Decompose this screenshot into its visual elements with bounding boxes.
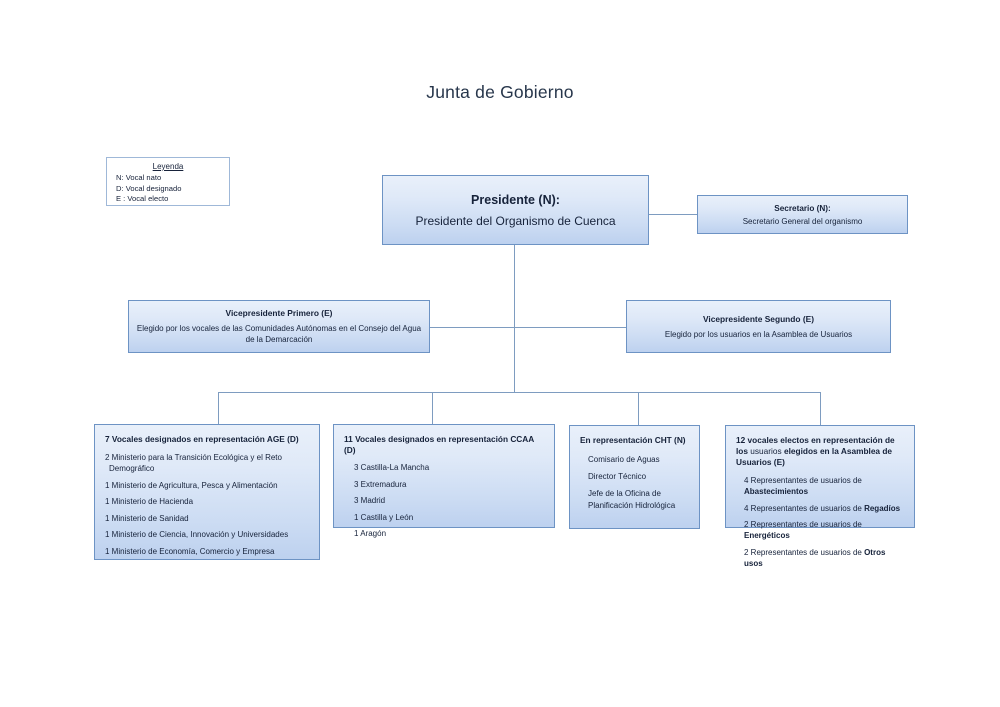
list-item: 1 Ministerio de Hacienda: [105, 497, 194, 506]
usuarios-prefix: 4 Representantes de usuarios de: [744, 503, 865, 513]
list-item: 1 Ministerio de Sanidad: [105, 513, 189, 523]
node-usuarios-list: 4 Representantes de usuarios de Abasteci…: [736, 475, 904, 569]
node-presidente-header: Presidente (N):: [471, 192, 560, 207]
connector-vp1: [430, 327, 514, 328]
connector-distribution-bar: [218, 392, 820, 393]
page-title: Junta de Gobierno: [426, 82, 574, 102]
node-vp1-subtitle: Elegido por los vocales de las Comunidad…: [136, 324, 422, 344]
connector-drop-cht: [638, 392, 639, 425]
list-item: 3 Madrid: [354, 496, 386, 505]
node-secretario-subtitle: Secretario General del organismo: [742, 216, 863, 226]
list-item: Comisario de Aguas: [588, 455, 660, 464]
node-secretario[interactable]: Secretario (N): Secretario General del o…: [697, 195, 908, 234]
legend-row-designado: D: Vocal designado: [116, 183, 182, 193]
connector-president-secretario: [649, 214, 697, 215]
legend-box: Leyenda N: Vocal nato D: Vocal designado…: [106, 157, 230, 206]
node-usuarios-header: 12 vocales electos en representación de …: [736, 435, 904, 468]
node-vocales-ccaa[interactable]: 11 Vocales designados en representación …: [333, 424, 555, 538]
usuarios-category: Abastecimientos: [744, 487, 809, 496]
legend-row-electo: E : Vocal electo: [116, 194, 169, 204]
legend-row-nato: N: Vocal nato: [116, 173, 162, 182]
usuarios-category: Otros usos: [744, 547, 886, 568]
node-representacion-cht[interactable]: En representación CHT (N) Comisario de A…: [569, 425, 700, 529]
connector-trunk-main: [514, 245, 515, 392]
list-item: 1 Aragón: [354, 529, 387, 538]
node-usuarios-header-part1: 12 vocales electos en representación de …: [736, 435, 895, 456]
node-ccaa-header: 11 Vocales designados en representación …: [344, 434, 534, 455]
list-item: 2 Ministerio para la Transición Ecológic…: [105, 453, 282, 473]
node-presidente[interactable]: Presidente (N): Presidente del Organismo…: [382, 175, 649, 245]
list-item: 2 Representantes de usuarios de Otros us…: [736, 547, 904, 569]
node-age-header: 7 Vocales designados en representación A…: [105, 434, 299, 444]
node-cht-header: En representación CHT (N): [580, 435, 686, 445]
connector-vp2: [514, 327, 626, 328]
list-item: 3 Castilla-La Mancha: [354, 463, 430, 472]
list-item: 4 Representantes de usuarios de Abasteci…: [736, 475, 904, 497]
list-item: 3 Extremadura: [354, 479, 407, 489]
node-cht-list: Comisario de Aguas Director Técnico Jefe…: [580, 454, 689, 511]
connector-drop-age: [218, 392, 219, 424]
node-vocales-age[interactable]: 7 Vocales designados en representación A…: [94, 424, 320, 560]
node-ccaa-list: 3 Castilla-La Mancha 3 Extremadura 3 Mad…: [344, 462, 544, 539]
node-vicepresidente-primero[interactable]: Vicepresidente Primero (E) Elegido por l…: [128, 300, 430, 353]
list-item: 4 Representantes de usuarios de Regadíos: [736, 503, 904, 514]
node-usuarios-header-light: usuarios: [750, 446, 782, 456]
node-age-list: 2 Ministerio para la Transición Ecológic…: [105, 452, 309, 557]
node-vp2-header: Vicepresidente Segundo (E): [702, 313, 815, 324]
list-item: 1 Ministerio de Economía, Comercio y Emp…: [105, 546, 275, 556]
node-vp2-subtitle: Elegido por los usuarios en la Asamblea …: [664, 329, 853, 339]
list-item: 1 Ministerio de Ciencia, Innovación y Un…: [105, 530, 289, 539]
node-vocales-electos-usuarios[interactable]: 12 vocales electos en representación de …: [725, 425, 915, 568]
legend-title: Leyenda: [152, 162, 184, 171]
usuarios-category: Regadíos: [864, 503, 901, 513]
list-item: Director Técnico: [588, 472, 647, 481]
usuarios-prefix: 2 Representantes de usuarios de: [744, 520, 862, 529]
usuarios-prefix: 2 Representantes de usuarios de: [744, 547, 865, 557]
usuarios-prefix: 4 Representantes de usuarios de: [744, 476, 862, 485]
list-item: 2 Representantes de usuarios de Energéti…: [736, 519, 904, 541]
connector-drop-ccaa: [432, 392, 433, 424]
usuarios-category: Energéticos: [744, 531, 790, 540]
connector-drop-usuarios: [820, 392, 821, 425]
list-item: Jefe de la Oficina de Planificación Hidr…: [588, 489, 676, 510]
list-item: 1 Castilla y León: [354, 512, 414, 522]
node-presidente-subtitle: Presidente del Organismo de Cuenca: [415, 213, 616, 228]
node-vicepresidente-segundo[interactable]: Vicepresidente Segundo (E) Elegido por l…: [626, 300, 891, 353]
node-vp1-header: Vicepresidente Primero (E): [225, 308, 333, 318]
node-usuarios-header-part2: elegidos en la Asamblea de Usuarios (E): [736, 446, 893, 467]
list-item: 1 Ministerio de Agricultura, Pesca y Ali…: [105, 480, 278, 490]
node-secretario-header: Secretario (N):: [774, 203, 831, 213]
